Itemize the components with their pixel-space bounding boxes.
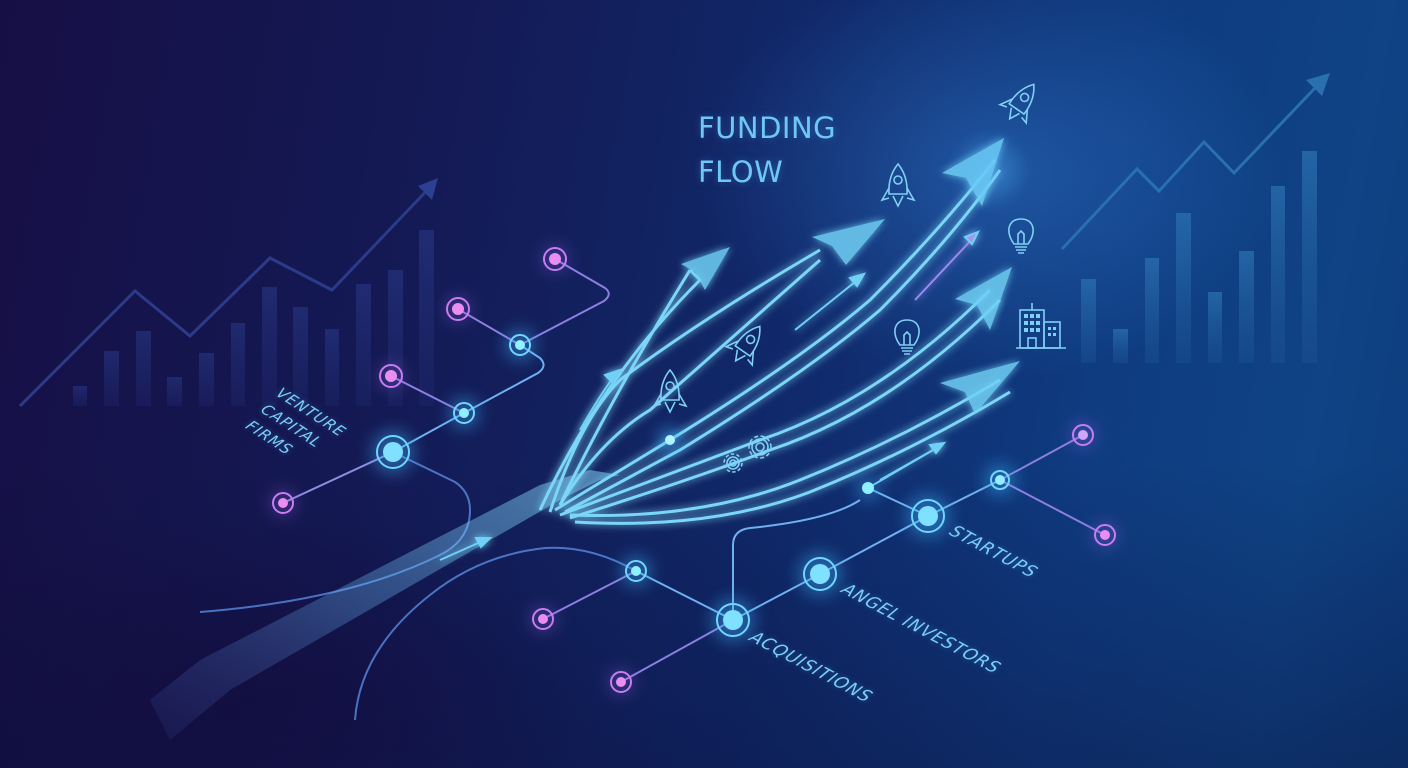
node-cyan-dot bbox=[658, 428, 682, 452]
node-purple bbox=[607, 668, 635, 696]
lightbulb-icon bbox=[1008, 218, 1034, 254]
rocket-icon bbox=[880, 162, 916, 208]
node-purple bbox=[529, 605, 557, 633]
light-glow bbox=[960, 140, 1020, 200]
node-purple bbox=[444, 295, 472, 323]
node-cyan bbox=[504, 329, 536, 361]
node-cyan-large bbox=[906, 494, 950, 538]
gears-icon bbox=[723, 435, 772, 473]
node-purple bbox=[1091, 521, 1119, 549]
title-line-1: FUNDING bbox=[698, 111, 837, 145]
node-cyan-large bbox=[371, 430, 415, 474]
background-chart-left bbox=[18, 178, 438, 408]
node-purple bbox=[1069, 421, 1097, 449]
lightbulb-icon bbox=[894, 319, 920, 355]
building-icon bbox=[1016, 303, 1066, 349]
node-purple bbox=[269, 489, 297, 517]
node-cyan-large bbox=[798, 552, 842, 596]
network-nodes bbox=[269, 245, 1119, 696]
node-cyan-large bbox=[711, 598, 755, 642]
node-purple bbox=[377, 362, 405, 390]
background-chart-right bbox=[1060, 73, 1330, 363]
title-line-2: FLOW bbox=[698, 155, 784, 189]
rocket-icon bbox=[652, 368, 688, 414]
node-cyan bbox=[984, 464, 1016, 496]
rocket-icon bbox=[997, 83, 1035, 126]
node-cyan bbox=[620, 555, 652, 587]
node-cyan bbox=[448, 397, 480, 429]
node-purple bbox=[541, 245, 569, 273]
flow-arrows bbox=[150, 138, 1020, 740]
page-title: FUNDING FLOW bbox=[698, 106, 836, 194]
rocket-icon bbox=[723, 325, 761, 368]
node-cyan-dot bbox=[856, 476, 880, 500]
